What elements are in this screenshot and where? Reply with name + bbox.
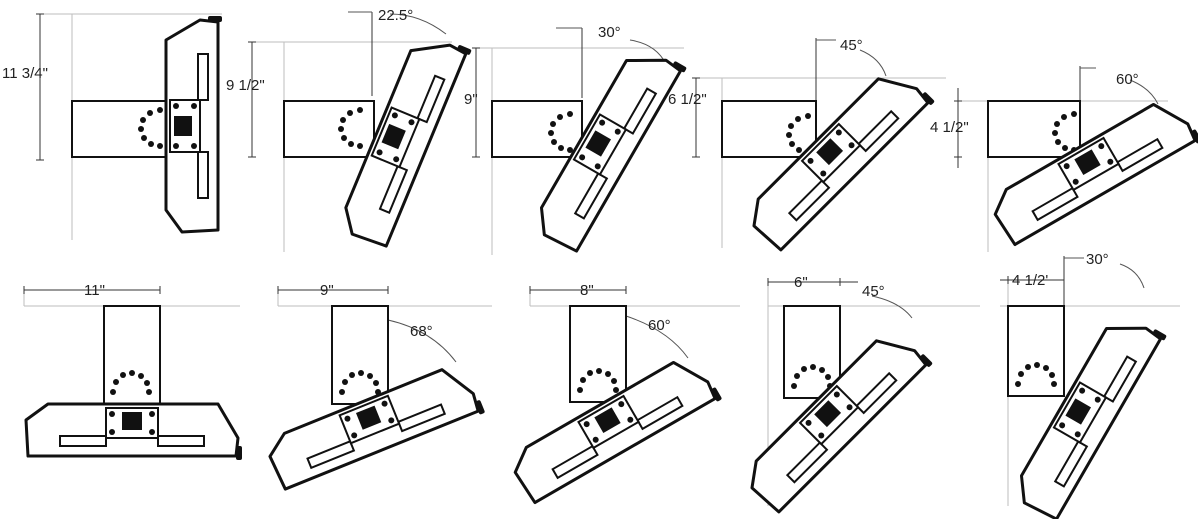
dimension-label-e: 4 1/2" <box>930 119 969 136</box>
angle-label-i: 45° <box>862 283 885 300</box>
view-j: 4 1/2' 30° <box>1000 251 1180 519</box>
angle-label-d: 45° <box>840 37 863 54</box>
view-b: 9 1/2" 22.5° <box>226 7 474 252</box>
view-h: 8" 60° <box>505 282 740 509</box>
dimension-label-h: 8" <box>580 282 594 299</box>
dimension-label-c: 9" <box>464 91 478 108</box>
angle-label-j: 30° <box>1086 251 1109 268</box>
dimension-label-d: 6 1/2" <box>668 91 707 108</box>
view-g: 9" 68° <box>262 282 492 496</box>
angle-label-c: 30° <box>598 24 621 41</box>
angle-label-g: 68° <box>410 323 433 340</box>
dimension-label-j: 4 1/2' <box>1012 272 1048 289</box>
angle-label-e: 60° <box>1116 71 1139 88</box>
view-e: 4 1/2" 60° <box>930 66 1198 252</box>
view-d: 6 1/2" 45° <box>668 37 946 256</box>
view-i: 6" 45° <box>739 274 980 518</box>
dimension-label-g: 9" <box>320 282 334 299</box>
dimension-label-a: 11 3/4" <box>2 65 48 82</box>
view-a: 11 3/4" <box>2 13 224 240</box>
dimension-label-f: 11" <box>84 282 105 299</box>
view-c: 9" 30° <box>464 24 689 257</box>
view-f: 11" <box>23 282 244 462</box>
angle-label-b: 22.5° <box>378 7 413 24</box>
dimension-label-b: 9 1/2" <box>226 77 265 94</box>
dimension-label-i: 6" <box>794 274 808 291</box>
angle-label-h: 60° <box>648 317 671 334</box>
